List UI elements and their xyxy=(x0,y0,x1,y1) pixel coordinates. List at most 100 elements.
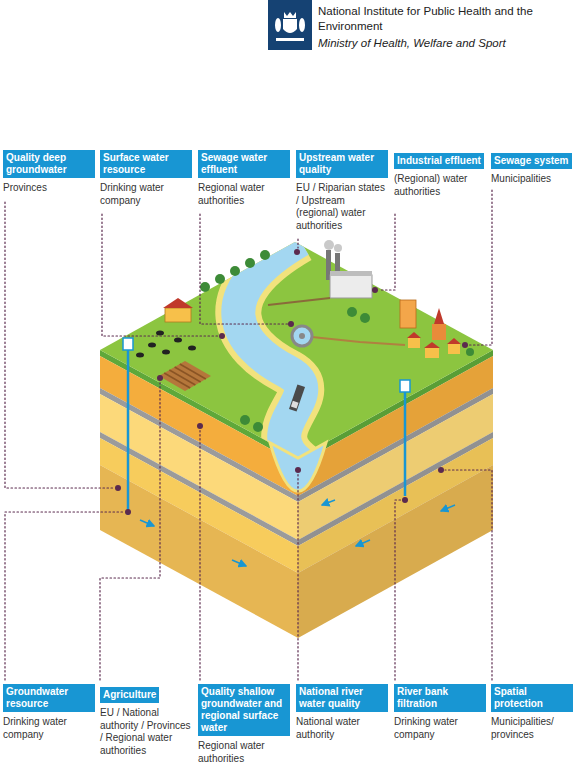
leader-dot xyxy=(295,467,301,473)
cow xyxy=(174,338,182,343)
house xyxy=(408,338,420,348)
tree xyxy=(230,266,240,276)
label-box: National river water qualityNational wat… xyxy=(296,684,388,741)
leader-dot xyxy=(115,485,121,491)
logo-lion xyxy=(275,18,281,32)
label-heading: Industrial effluent xyxy=(394,153,484,169)
logo-bar xyxy=(268,0,312,50)
label-heading: Spatial protection xyxy=(491,684,573,712)
treatment-plant-core xyxy=(299,333,305,339)
label-box: Sewage water effluentRegional water auth… xyxy=(198,150,290,207)
logo-banner xyxy=(276,38,304,41)
well-head xyxy=(123,338,133,350)
label-body: EU / National authority / Provinces / Re… xyxy=(100,707,192,757)
label-box: Quality shallow groundwater and regional… xyxy=(198,684,290,765)
leader-dot xyxy=(125,509,131,515)
leader-line xyxy=(297,239,298,248)
field-row xyxy=(180,364,206,379)
leader-line xyxy=(469,190,492,345)
cow xyxy=(148,343,156,348)
label-heading: Quality shallow groundwater and regional… xyxy=(198,684,290,736)
flow-arrow xyxy=(356,540,370,546)
tree xyxy=(245,258,255,268)
leader-line xyxy=(200,214,288,324)
label-body: Regional water authorities xyxy=(198,740,290,765)
label-box: Groundwater resourceDrinking water compa… xyxy=(3,684,95,741)
leader-dot xyxy=(197,423,203,429)
label-box: Sewage systemMunicipalities xyxy=(491,150,573,186)
smoke xyxy=(324,240,334,250)
label-box: Surface water resourceDrinking water com… xyxy=(100,150,192,207)
flow-arrow xyxy=(140,520,154,526)
tree xyxy=(360,313,370,323)
label-heading: Surface water resource xyxy=(100,150,192,178)
label-box: Industrial effluent (Regional) water auth… xyxy=(394,150,486,198)
house xyxy=(425,348,439,358)
label-heading: Sewage system xyxy=(491,153,572,169)
flow-arrow xyxy=(441,505,455,511)
tree xyxy=(215,274,225,284)
tree xyxy=(253,422,263,432)
cow xyxy=(156,331,164,336)
leader-dot xyxy=(462,342,468,348)
boat-cabin xyxy=(291,401,299,409)
label-body: Regional water authorities xyxy=(198,182,290,207)
cow xyxy=(136,353,144,358)
leader-line xyxy=(395,500,401,680)
label-heading: Sewage water effluent xyxy=(198,150,290,178)
cow xyxy=(162,350,170,355)
label-body: Drinking water company xyxy=(100,182,192,207)
river-water xyxy=(238,240,305,475)
leader-dots xyxy=(115,249,468,515)
label-heading: National river water quality xyxy=(296,684,388,712)
leader-line xyxy=(199,430,200,680)
leader-line xyxy=(5,512,124,680)
tree xyxy=(240,415,250,425)
label-heading: River bank filtration xyxy=(394,684,486,712)
leader-dot xyxy=(157,375,163,381)
leader-dot xyxy=(402,497,408,503)
cow xyxy=(188,346,196,351)
institute-name: National Institute for Public Health and… xyxy=(318,4,533,34)
boat-hull xyxy=(289,384,305,411)
house-roof xyxy=(447,338,461,344)
tree xyxy=(260,250,270,260)
tall-building xyxy=(400,300,416,328)
river xyxy=(238,240,305,475)
house-roof xyxy=(407,332,421,338)
label-box: River bank filtrationDrinking water comp… xyxy=(394,684,486,741)
leader-dot xyxy=(438,467,444,473)
label-heading: Groundwater resource xyxy=(3,684,95,712)
factory xyxy=(330,275,372,298)
label-box: Quality deep groundwaterProvinces xyxy=(3,150,95,195)
leader-dot xyxy=(288,321,294,327)
house xyxy=(448,344,460,354)
leader-line xyxy=(445,470,492,680)
tree xyxy=(466,348,474,356)
leader-line xyxy=(379,214,395,290)
label-heading: Upstream water quality xyxy=(296,150,388,178)
label-body: Municipalities/ provinces xyxy=(491,716,573,741)
factory-roof xyxy=(330,271,372,276)
leader-lines xyxy=(5,190,492,680)
leader-dot xyxy=(294,249,300,255)
label-body: (Regional) water authorities xyxy=(394,173,486,198)
flow-arrow xyxy=(322,500,335,505)
well-head xyxy=(400,380,410,392)
discharge-pipe xyxy=(268,298,330,305)
label-body: National water authority xyxy=(296,716,388,741)
label-heading: Quality deep groundwater xyxy=(3,150,95,178)
leader-line xyxy=(297,474,298,680)
label-box: Upstream water qualityEU / Riparian stat… xyxy=(296,150,388,232)
leader-dot xyxy=(219,333,225,339)
ministry-name: Ministry of Health, Welfare and Sport xyxy=(318,36,568,51)
river-bank xyxy=(238,240,305,475)
logo-crown xyxy=(284,12,296,18)
leader-dot xyxy=(372,287,378,293)
label-body: Drinking water company xyxy=(3,716,95,741)
church xyxy=(432,324,446,340)
label-body: Municipalities xyxy=(491,173,573,186)
tree xyxy=(200,282,210,292)
label-body: Provinces xyxy=(3,182,95,195)
